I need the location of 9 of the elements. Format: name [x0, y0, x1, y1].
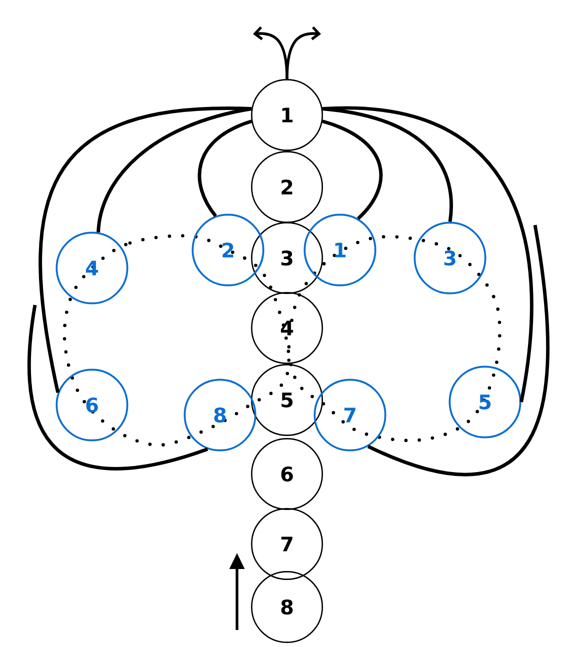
connector-line: [198, 120, 252, 217]
connector-line: [96, 107, 252, 232]
connector-line: [322, 107, 453, 222]
connector-line: [27, 304, 208, 470]
connector-line: [322, 120, 383, 220]
connector-line: [322, 107, 534, 402]
connector-line: [367, 224, 550, 476]
arrow: [286, 26, 321, 80]
connector-line: [38, 107, 252, 393]
